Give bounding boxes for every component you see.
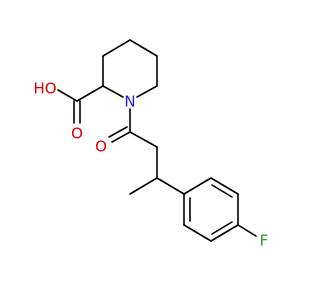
carboxyl-oxygen-label: O [71, 125, 83, 143]
structure-svg: N HO O O F [33, 39, 268, 250]
fluorine-label: F [260, 232, 269, 250]
atom-labels: N HO O O F [33, 80, 268, 250]
hydroxyl-label: HO [33, 80, 56, 98]
carbonyl-oxygen-label: O [95, 138, 107, 156]
bond-ch-methyl [129, 177, 158, 195]
bond-ch-aryl [156, 177, 185, 195]
piperidine-ring [102, 39, 158, 98]
bond-ar-f [237, 224, 257, 237]
molecule-diagram: N HO O O F [33, 39, 268, 250]
bond-carbonyl-o-1 [111, 131, 131, 143]
nitrogen-label: N [124, 93, 135, 111]
bond-ar-1-2 [183, 177, 212, 195]
carboxylic-acid-group [57, 85, 104, 124]
bond-carbonyl-ch2 [129, 131, 158, 148]
bond-carbonyl-o-2 [108, 126, 128, 138]
bond-c2-cooh [76, 85, 104, 102]
fluorophenyl-ring [183, 177, 257, 242]
bond-c6-n [136, 85, 158, 98]
bond-c-oh [57, 89, 78, 102]
bond-ar-inner-b [211, 221, 233, 235]
bond-c3-c4 [102, 39, 131, 57]
bond-n-c2 [102, 85, 124, 98]
bond-ar-inner-a [211, 184, 233, 198]
bond-ar-2-3 [210, 177, 239, 195]
bond-c4-c5 [129, 39, 158, 57]
bond-ar-4-5 [210, 224, 239, 242]
acyl-chain [108, 108, 185, 195]
bond-ar-5-6 [183, 224, 212, 242]
